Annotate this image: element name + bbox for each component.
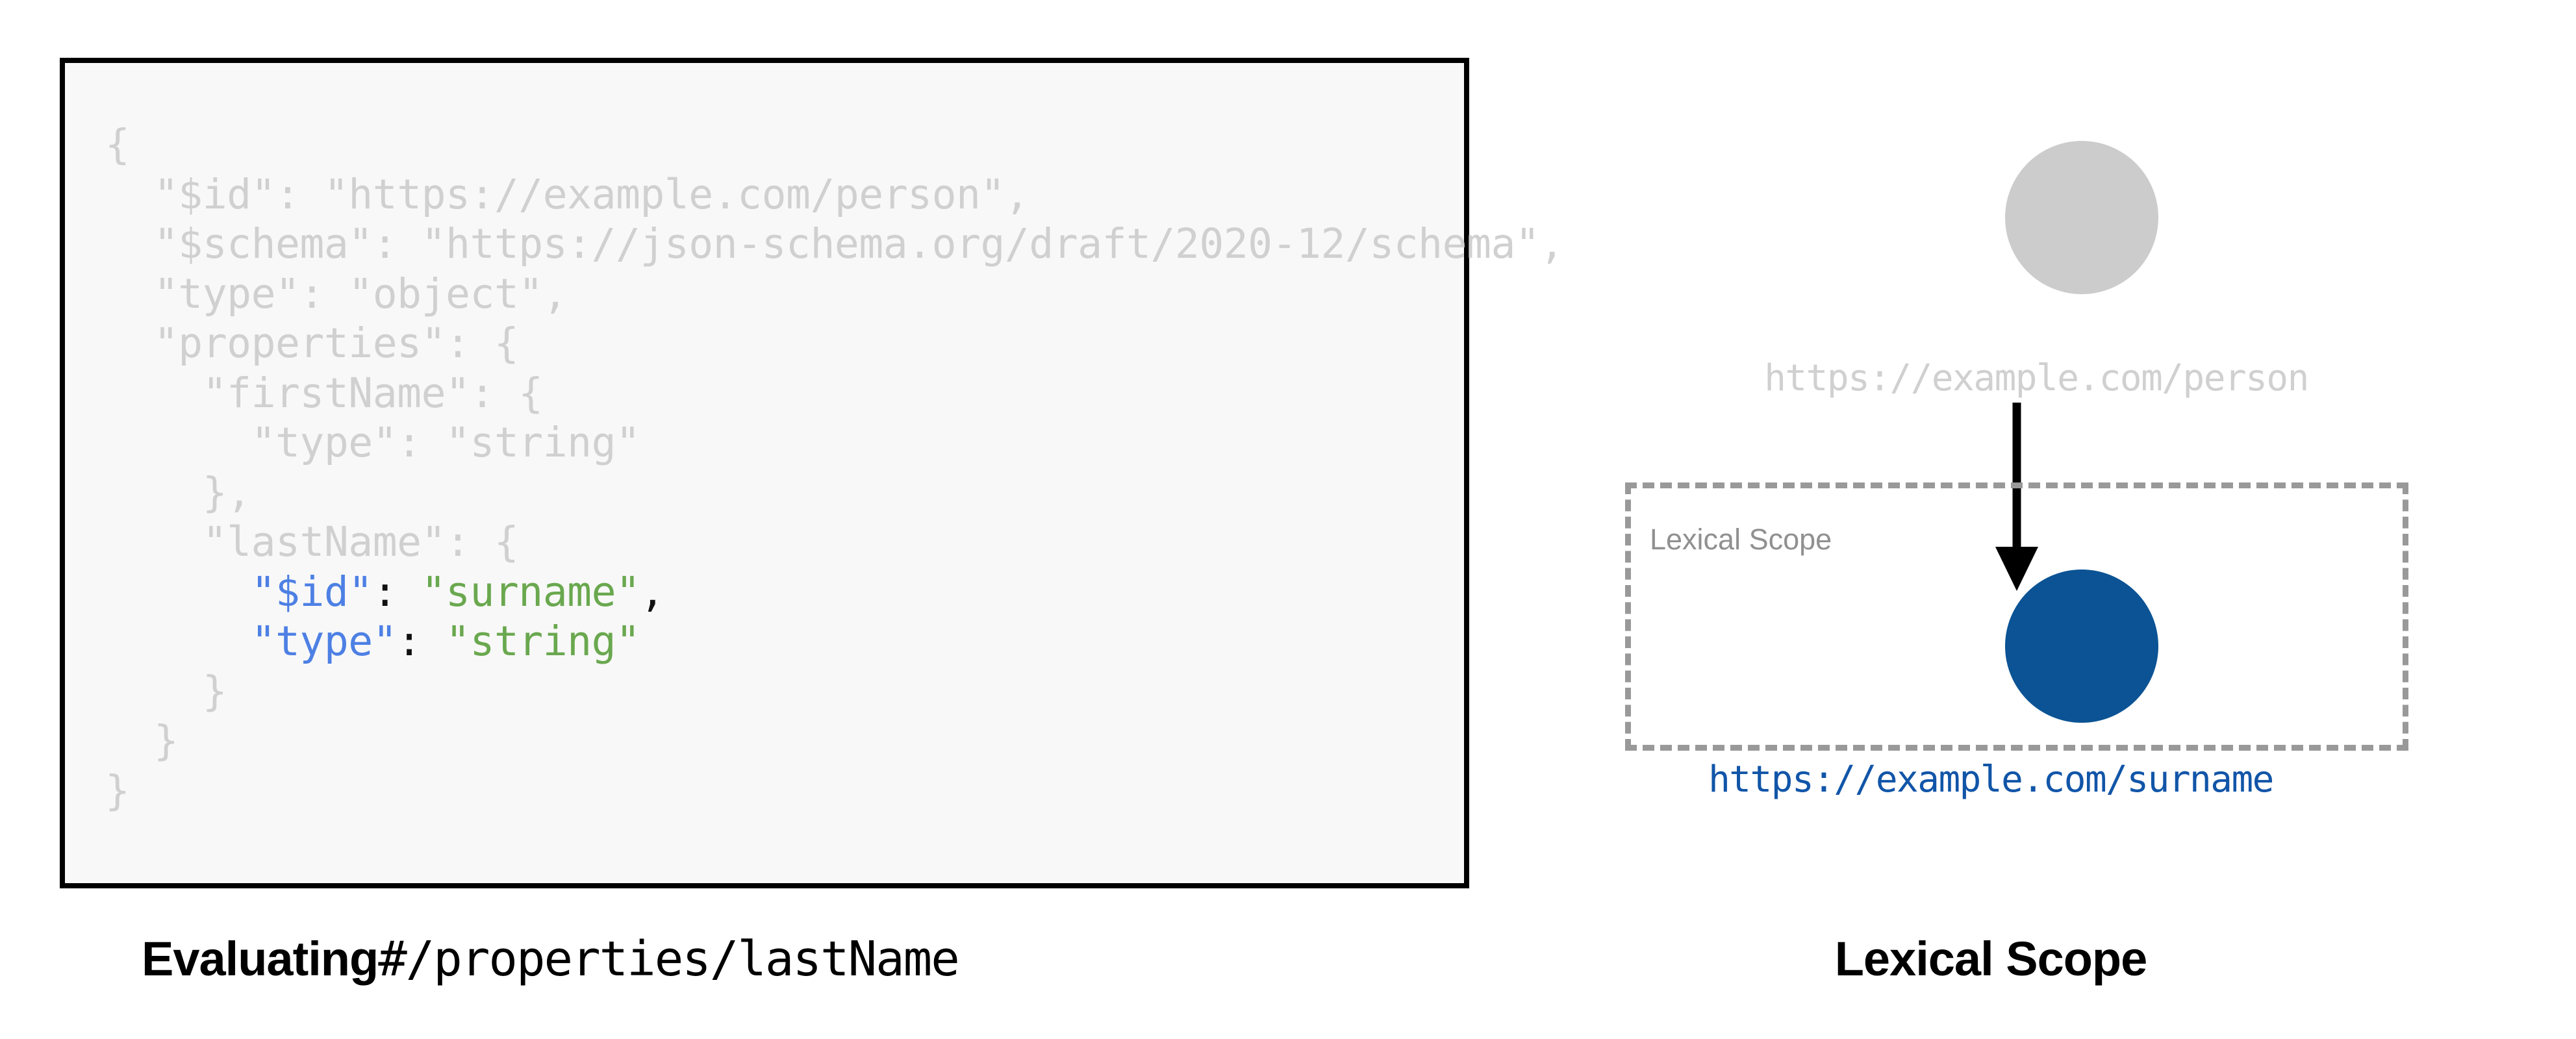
code-token: }	[105, 667, 227, 715]
code-token: "surname"	[421, 568, 640, 616]
json-schema-code-block: { "$id": "https://example.com/person", "…	[60, 58, 1564, 888]
right-figure-caption: Lexical Scope	[1834, 932, 2148, 986]
lexical-scope-title: Lexical Scope	[1650, 523, 1832, 556]
code-line: "$id": "https://example.com/person",	[105, 170, 1564, 220]
lexical-scope-box	[1625, 482, 2408, 751]
code-token: }	[105, 766, 130, 814]
code-token: "lastName": {	[105, 518, 519, 566]
inner-node-circle-icon	[2005, 570, 2158, 723]
code-token: :	[372, 568, 422, 616]
code-line: "firstName": {	[105, 369, 1564, 419]
caption-json-pointer: #/properties/lastName	[378, 931, 960, 987]
code-listing: { "$id": "https://example.com/person", "…	[105, 120, 1564, 816]
code-token: "firstName": {	[105, 369, 544, 417]
outer-node-label: https://example.com/person	[1764, 357, 2309, 399]
code-token: "type"	[251, 618, 398, 665]
code-line: }	[105, 766, 1564, 816]
code-token: }	[105, 717, 179, 764]
code-line: "type": "string"	[105, 617, 1564, 667]
code-line: "type": "object",	[105, 269, 1564, 319]
caption-bold-text: Evaluating	[142, 932, 379, 986]
code-line: "properties": {	[105, 319, 1564, 369]
code-token: "type": "string"	[105, 419, 640, 466]
code-token: ,	[640, 568, 664, 616]
left-figure-caption: Evaluating#/properties/lastName	[142, 930, 1389, 988]
down-arrow-icon	[1995, 403, 2038, 591]
code-token	[105, 618, 251, 665]
code-line: }	[105, 667, 1564, 717]
code-token: {	[105, 121, 130, 168]
code-token: :	[397, 618, 446, 665]
code-line: "$id": "surname",	[105, 568, 1564, 618]
code-token	[105, 568, 251, 616]
code-token: "$schema": "https://json-schema.org/draf…	[105, 220, 1564, 268]
code-token: "$id": "https://example.com/person",	[105, 170, 1029, 218]
lexical-scope-diagram: https://example.com/person Lexical Scope…	[1572, 39, 2501, 903]
code-line: },	[105, 468, 1564, 518]
code-line: "type": "string"	[105, 418, 1564, 468]
code-token: "type": "object",	[105, 269, 568, 318]
code-line: "$schema": "https://json-schema.org/draf…	[105, 219, 1564, 269]
code-line: {	[105, 120, 1564, 170]
outer-node-circle-icon	[2005, 141, 2158, 294]
code-token: "properties": {	[105, 319, 519, 367]
code-line: }	[105, 716, 1564, 766]
code-line: "lastName": {	[105, 518, 1564, 568]
code-token: "string"	[446, 618, 640, 665]
inner-node-label: https://example.com/surname	[1708, 758, 2274, 801]
code-token: "$id"	[251, 568, 373, 616]
code-token: },	[105, 468, 251, 516]
